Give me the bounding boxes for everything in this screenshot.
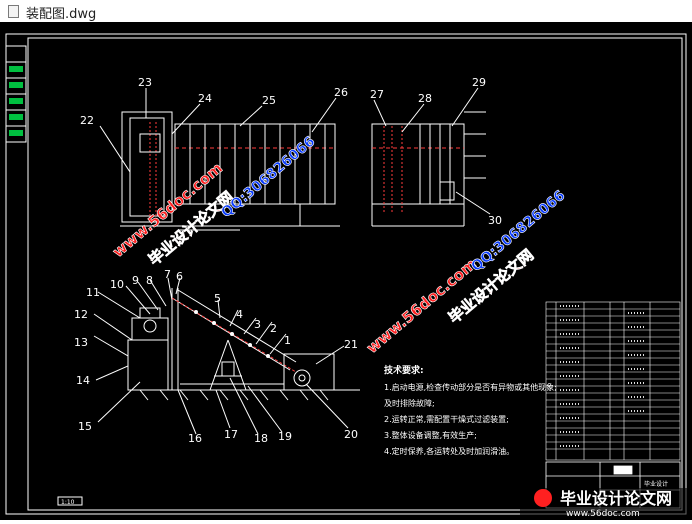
scale-label: 1:10 <box>61 499 75 506</box>
part-label: 6 <box>176 270 183 283</box>
cad-drawing: 1:10 <box>5 33 692 520</box>
part-label: 10 <box>110 278 124 291</box>
title-block-org: 毕业设计 <box>644 480 668 488</box>
part-label: 9 <box>132 274 139 287</box>
part-label: 25 <box>262 94 276 107</box>
part-number-labels: 22 23 24 25 26 27 28 29 30 1 2 3 4 5 6 7… <box>74 76 502 445</box>
part-label: 28 <box>418 92 432 105</box>
left-binding-strip <box>5 45 27 143</box>
part-label: 16 <box>188 432 202 445</box>
part-label: 17 <box>224 428 238 441</box>
part-label: 11 <box>86 286 100 299</box>
main-side-view <box>127 288 360 401</box>
part-label: 12 <box>74 308 88 321</box>
part-label: 1 <box>284 334 291 347</box>
footer-watermark: 毕业设计论文网 www.56doc.com <box>520 488 692 520</box>
part-label: 7 <box>164 268 171 281</box>
parts-list-table <box>545 301 681 461</box>
technical-requirements: 技术要求: 1.启动电源,检查传动部分是否有异物或其他现象; 及时排除故障; 2… <box>384 364 557 456</box>
part-label: 13 <box>74 336 88 349</box>
part-label: 8 <box>146 274 153 287</box>
part-label: 20 <box>344 428 358 441</box>
part-label: 30 <box>488 214 502 227</box>
part-label: 18 <box>254 432 268 445</box>
watermark-qq: QQ:306826066 <box>218 134 318 222</box>
tech-req-item: 4.定时保养,各运转处及时加润滑油。 <box>384 446 514 456</box>
part-label: 4 <box>236 308 243 321</box>
brand-logo-icon <box>534 489 552 507</box>
part-label: 22 <box>80 114 94 127</box>
part-label: 24 <box>198 92 212 105</box>
top-left-view <box>120 111 340 231</box>
tech-req-item: 及时排除故障; <box>384 398 435 408</box>
part-label: 21 <box>344 338 358 351</box>
dwg-file-icon <box>8 5 19 18</box>
part-label: 23 <box>138 76 152 89</box>
scale-box: 1:10 <box>57 496 83 506</box>
part-label: 27 <box>370 88 384 101</box>
part-label: 3 <box>254 318 261 331</box>
part-label: 14 <box>76 374 90 387</box>
cad-drawing-canvas[interactable]: 1:10 <box>0 22 692 520</box>
part-label: 2 <box>270 322 277 335</box>
tech-req-item: 2.运转正常,需配置干燥式过滤装置; <box>384 414 509 424</box>
part-label: 26 <box>334 86 348 99</box>
leader-lines <box>93 87 491 435</box>
top-right-view <box>371 111 486 227</box>
part-label: 19 <box>278 430 292 443</box>
part-label: 5 <box>214 292 221 305</box>
tech-req-title: 技术要求: <box>384 364 424 376</box>
tech-req-item: 3.整体设备调整,有效生产; <box>384 430 477 440</box>
document-tab-bar: 装配图.dwg <box>0 0 692 23</box>
part-label: 15 <box>78 420 92 433</box>
document-tab-title[interactable]: 装配图.dwg <box>26 7 97 22</box>
drawing-inner-frame <box>27 37 683 511</box>
drawing-outer-frame <box>5 33 687 515</box>
part-label: 29 <box>472 76 486 89</box>
footer-site: www.56doc.com <box>566 509 640 519</box>
footer-brand: 毕业设计论文网 <box>560 489 672 508</box>
tech-req-item: 1.启动电源,检查传动部分是否有异物或其他现象; <box>384 382 557 392</box>
